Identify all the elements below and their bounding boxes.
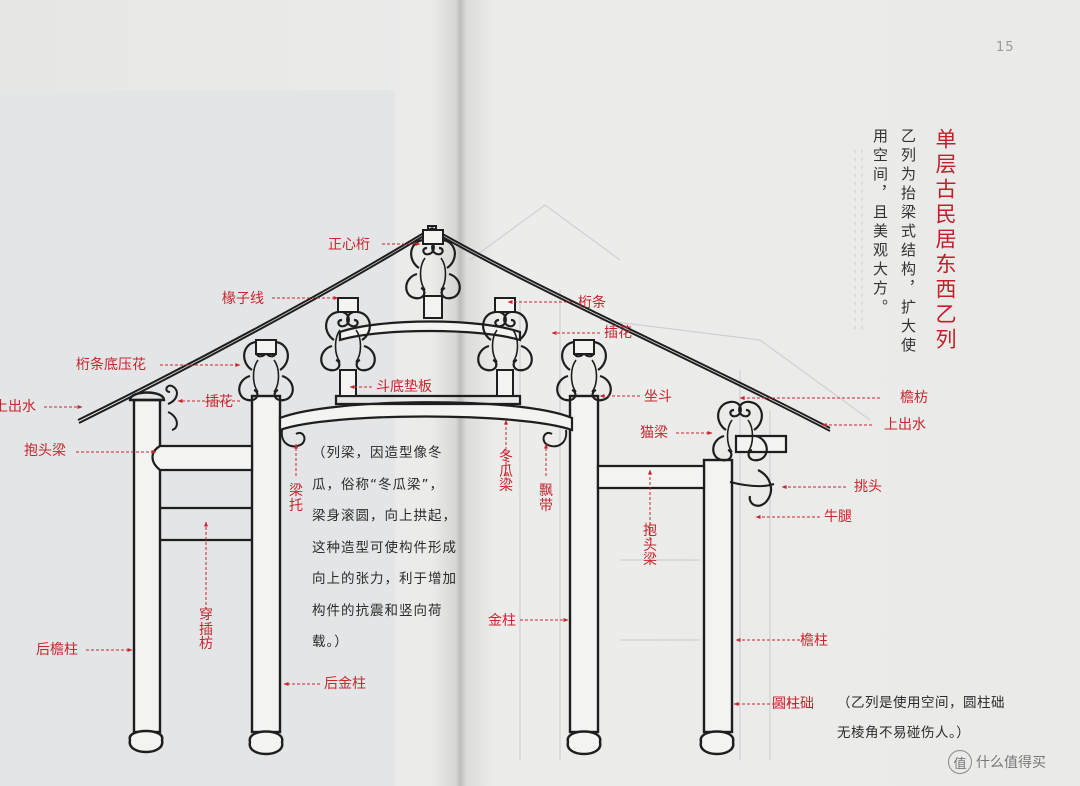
- roof-line: [77, 225, 831, 432]
- right-baotou-beam: [596, 464, 706, 490]
- label-baotouliang-left: 抱头梁: [24, 443, 66, 459]
- columns: [128, 391, 735, 756]
- right-column-bracket: [556, 339, 612, 402]
- eave-purlin: [734, 434, 788, 454]
- beams: [151, 320, 788, 542]
- label-niuti: 牛腿: [824, 509, 852, 525]
- label-liangtuo: 梁托: [289, 483, 303, 514]
- section-description-line-2: 用空间，且美观大方。: [871, 128, 889, 318]
- label-yanzhu: 檐柱: [800, 633, 828, 649]
- show-through-faint-drawing: [469, 150, 871, 760]
- label-houjinzhu: 后金柱: [324, 676, 366, 692]
- label-zhengxinheng: 正心桁: [328, 237, 370, 253]
- left-baotou-beam: [151, 444, 254, 472]
- label-doudidianban: 斗底垫板: [376, 379, 432, 395]
- label-tiaotou: 挑头: [854, 479, 882, 495]
- left-column-bracket: [238, 339, 294, 402]
- page-number: 15: [996, 40, 1015, 55]
- label-chuanzixian: 椽子线: [222, 291, 264, 307]
- column-yanzhu: [699, 458, 735, 756]
- left-eave-scroll: [165, 384, 178, 431]
- left-page-background: [0, 90, 395, 786]
- ridge-bracket: [405, 229, 461, 319]
- dou-base-plank: [334, 394, 522, 406]
- label-shangchushui-left: 上出水: [0, 399, 36, 415]
- label-jinzhu: 金柱: [488, 613, 516, 629]
- label-yanfang: 檐枋: [900, 390, 928, 406]
- label-houyanzhu: 后檐柱: [36, 642, 78, 658]
- label-chahua-right: 插花: [604, 325, 632, 341]
- label-hengtiao: 桁条: [578, 295, 606, 311]
- left-mid-bracket: [320, 297, 376, 397]
- label-shangchushui-right: 上出水: [884, 417, 926, 433]
- label-dongguaaliang: 冬瓜梁: [499, 449, 513, 495]
- winter-melon-beam: [278, 401, 574, 432]
- leader-lines: [44, 242, 880, 706]
- watermark-text: 什么值得买: [976, 755, 1046, 771]
- watermark: 值 什么值得买: [948, 750, 1046, 774]
- note-column-base: （乙列是使用空间，圆柱础无棱角不易碰伤人。）: [837, 695, 1005, 741]
- label-chuanchafang: 穿插枋: [199, 607, 213, 653]
- label-hengtiao-diyahua: 桁条底压花: [76, 357, 146, 373]
- zhi-logo-icon: 值: [948, 750, 972, 774]
- section-title: 单层古民居东西乙列: [933, 128, 957, 353]
- label-piaodai: 飘带: [539, 483, 553, 514]
- eave-cat-beam-bracket: [712, 400, 775, 507]
- liangtuo-scroll-right: [542, 429, 568, 448]
- label-maoliang: 猫梁: [640, 425, 668, 441]
- section-description-line-1: 乙列为抬梁式结构，扩大使: [899, 128, 917, 356]
- right-mid-bracket: [477, 297, 533, 397]
- liangtuo-scroll-left: [280, 429, 306, 448]
- column-hou-jinzhu: [248, 394, 284, 756]
- column-jinzhu: [566, 394, 602, 756]
- label-chahua-left: 插花: [205, 394, 233, 410]
- note-winter-melon-beam: （列梁，因造型像冬瓜，俗称“冬瓜梁”，梁身滚圆，向上拱起，这种造型可使构件形成向…: [312, 445, 457, 650]
- label-zuodou: 坐斗: [644, 389, 672, 405]
- label-baotouliang-right: 抱头梁: [643, 523, 657, 569]
- carved-brackets: [165, 229, 775, 507]
- label-yuanzhuchu: 圆柱础: [772, 696, 814, 712]
